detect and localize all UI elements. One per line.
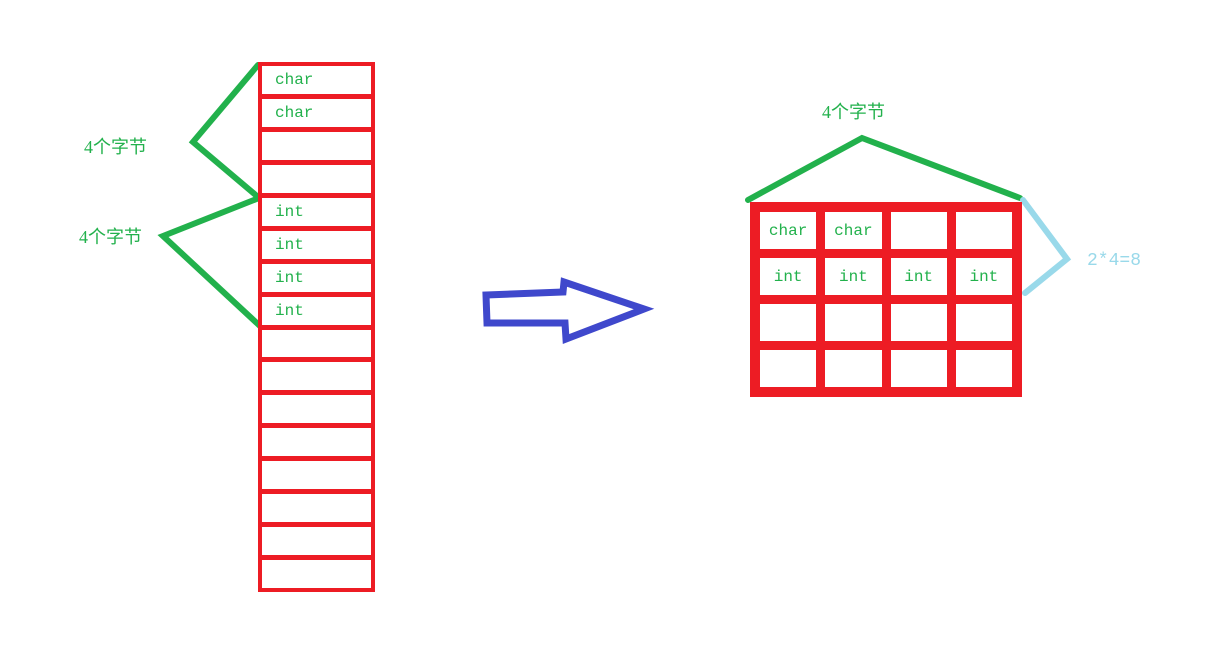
grid-cell [825,304,882,341]
memory-cell [262,330,371,363]
left-bracket-bottom-label: 4个字节 [79,227,142,247]
memory-cell [262,560,371,588]
memory-cell [262,132,371,165]
grid-cell [890,212,947,249]
memory-cell [262,165,371,198]
memory-cell: int [262,297,371,330]
grid-cell [890,350,947,387]
memory-cell: char [262,99,371,132]
grid-cell [760,304,817,341]
memory-column: char char int int int int [258,62,375,592]
grid-cell [955,350,1012,387]
memory-cell: int [262,198,371,231]
grid-cell [760,350,817,387]
memory-cell: char [262,66,371,99]
grid-roof-brace [745,134,1023,203]
memory-cell [262,428,371,462]
memory-cell: int [262,264,371,297]
grid-cell [890,304,947,341]
memory-cell [262,395,371,429]
grid-cell: char [825,212,882,249]
memory-cell-label: char [275,70,314,89]
memory-cell-label: int [275,268,304,287]
grid-cell [955,304,1012,341]
struct-grid: char char int int int int [750,202,1022,397]
transform-arrow-icon [482,277,655,344]
memory-cell [262,362,371,396]
grid-cell: int [825,258,882,295]
memory-cell-label: int [275,301,304,320]
grid-cell: char [760,212,817,249]
memory-cell-label: int [275,202,304,221]
memory-cell [262,494,371,528]
grid-roof-label: 4个字节 [822,102,885,122]
memory-cell [262,461,371,495]
left-bracket-top [188,62,261,200]
grid-cell [955,212,1012,249]
memory-cell: int [262,231,371,264]
grid-size-label: 2*4=8 [1087,251,1142,271]
grid-cell: int [890,258,947,295]
grid-cell: int [760,258,817,295]
memory-cell [262,527,371,561]
grid-cell: int [955,258,1012,295]
memory-cell-label: char [275,103,314,122]
grid-cell [825,350,882,387]
left-bracket-top-label: 4个字节 [84,137,147,157]
grid-right-brace [1020,197,1072,296]
left-bracket-bottom [157,195,263,329]
memory-cell-label: int [275,235,304,254]
